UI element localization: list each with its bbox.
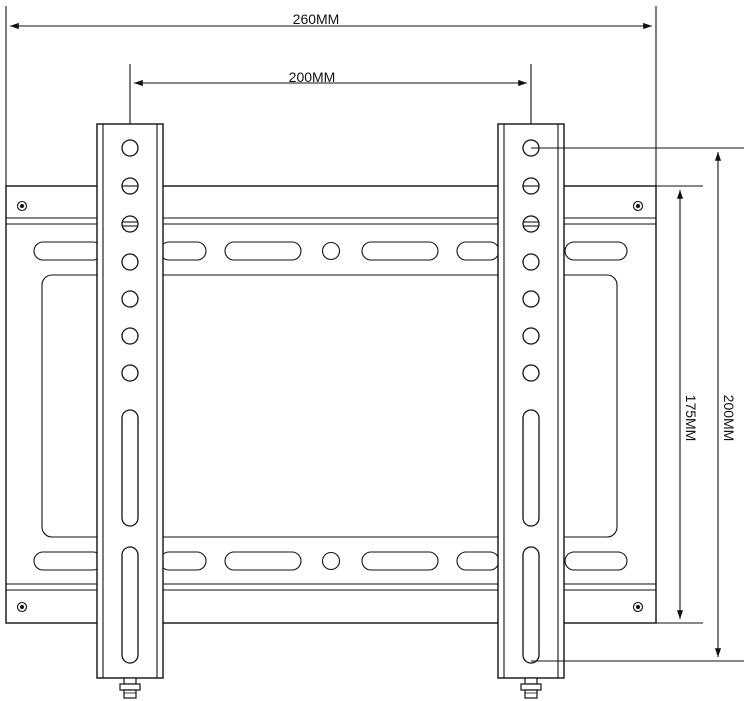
dimension-hole-spacing-width: 200MM <box>129 64 532 124</box>
bracket-hole <box>522 364 540 382</box>
plate-slot <box>224 551 302 571</box>
plate-slot <box>564 551 628 571</box>
left-vertical-bracket <box>96 123 164 699</box>
bracket-long-slot <box>522 546 540 664</box>
corner-screw <box>16 200 28 212</box>
dimension-overall-width: 260MM <box>5 6 657 186</box>
bracket-locking-screw <box>520 677 542 699</box>
bracket-locking-screw <box>119 677 141 699</box>
dimension-label-260mm: 260MM <box>293 11 340 27</box>
dimension-label-175mm: 175MM <box>683 395 699 442</box>
dimension-plate-height: 175MM <box>656 185 703 624</box>
bracket-hole <box>522 290 540 308</box>
plate-slot <box>564 241 628 261</box>
corner-screw <box>632 601 644 613</box>
bracket-hole <box>121 139 139 157</box>
bracket-hole <box>121 327 139 345</box>
plate-center-hole <box>321 241 341 261</box>
plate-slot <box>361 241 439 261</box>
dimension-hole-spacing-height: 200MM <box>531 147 744 662</box>
bracket-hole <box>522 327 540 345</box>
dimension-label-200mm-width: 200MM <box>289 69 336 85</box>
plate-slot <box>224 241 302 261</box>
bracket-long-slot <box>522 409 540 527</box>
bracket-hole <box>522 215 540 233</box>
bracket-long-slot <box>121 546 139 664</box>
dimension-label-200mm-height: 200MM <box>721 395 737 442</box>
plate-center-cutout <box>41 274 618 538</box>
bracket-hole <box>522 253 540 271</box>
corner-screw <box>632 200 644 212</box>
bracket-hole <box>121 364 139 382</box>
plate-slot <box>361 551 439 571</box>
bracket-hole <box>121 253 139 271</box>
bracket-hole <box>121 215 139 233</box>
bracket-hole <box>121 290 139 308</box>
right-vertical-bracket <box>497 123 565 699</box>
corner-screw <box>16 601 28 613</box>
plate-center-hole <box>321 551 341 571</box>
bracket-long-slot <box>121 409 139 527</box>
